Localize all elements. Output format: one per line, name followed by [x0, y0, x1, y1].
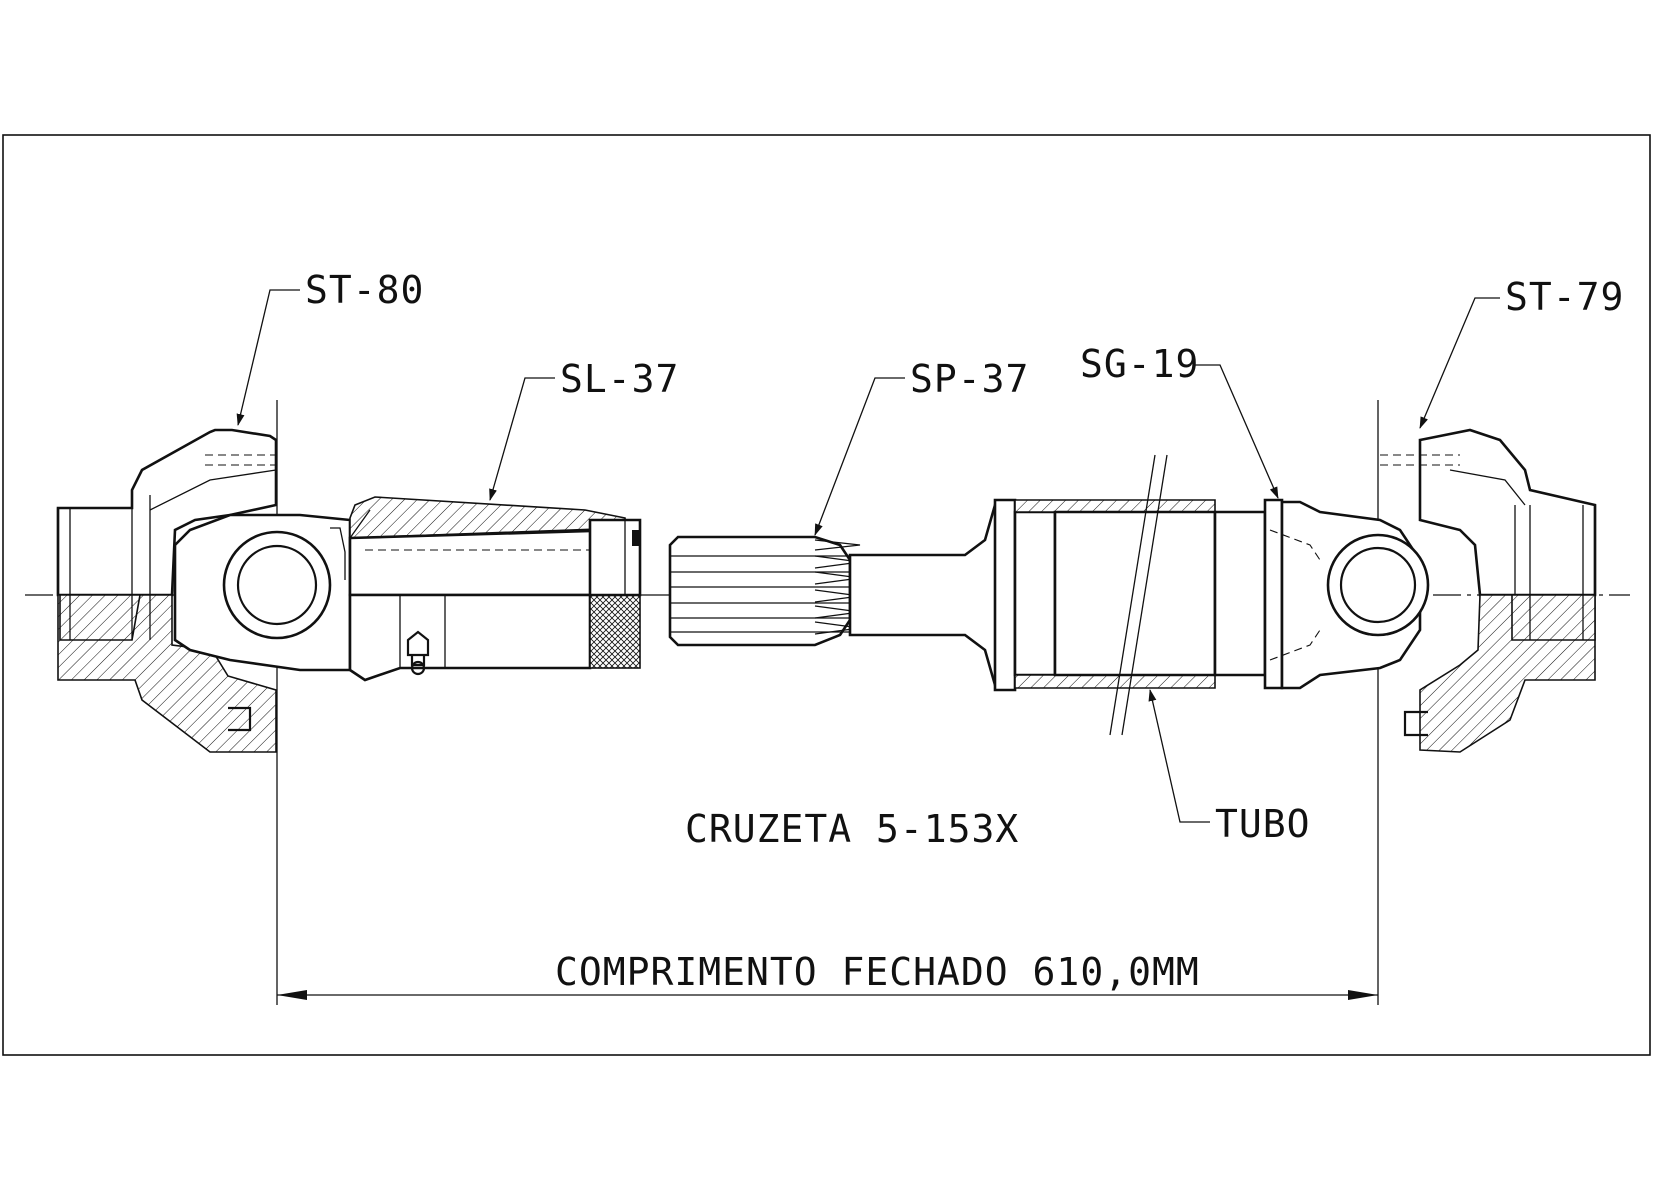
- profile-shaft-sp37: [668, 498, 1057, 692]
- left-cross-eye: [222, 530, 332, 640]
- welded-yoke-sg19: [1269, 500, 1430, 690]
- label-dimension: COMPRIMENTO FECHADO 610,0MM: [555, 950, 1200, 994]
- tube: [1014, 454, 1284, 736]
- right-cross-eye: [1326, 533, 1430, 637]
- leader-lines: [236, 289, 1500, 823]
- slide-yoke-sl37: [173, 496, 642, 682]
- drawing-frame: [2, 134, 1651, 1056]
- label-cruzeta: CRUZETA 5-153X: [685, 807, 1019, 851]
- left-yoke-st80: [56, 428, 278, 753]
- dimension-line: [277, 990, 1378, 1000]
- label-sg19: SG-19: [1080, 342, 1199, 386]
- label-sl37: SL-37: [560, 357, 679, 401]
- right-yoke-st79: [1380, 428, 1597, 753]
- label-st80: ST-80: [305, 268, 424, 312]
- grease-nipple-icon: [406, 630, 430, 676]
- label-sp37: SP-37: [910, 357, 1029, 401]
- label-st79: ST-79: [1505, 275, 1624, 319]
- label-tubo: TUBO: [1215, 802, 1311, 846]
